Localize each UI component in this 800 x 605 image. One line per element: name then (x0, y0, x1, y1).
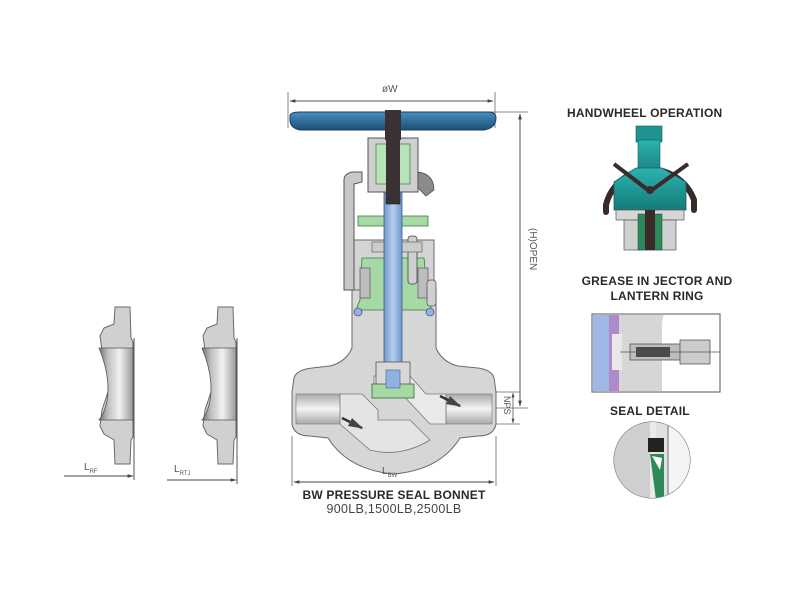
nps-label: NPS (502, 396, 512, 415)
handwheel-diameter-label: øW (382, 84, 398, 95)
length-rf-label: LRF (84, 462, 98, 475)
diagram-title: BW PRESSURE SEAL BONNET (302, 488, 486, 502)
handwheel-operation-detail (603, 125, 697, 251)
handwheel-operation-label: HANDWHEEL OPERATION (567, 106, 723, 120)
valve-body-section (287, 92, 528, 486)
height-open-label: (H)OPEN (527, 228, 538, 271)
diagram-subtitle: 900LB,1500LB,2500LB (326, 502, 462, 516)
rtj-flange-end (167, 306, 238, 484)
grease-injector-label: GREASE IN JECTOR AND LANTERN RING (562, 274, 752, 304)
diagram-title-block: BW PRESSURE SEAL BONNET 900LB,1500LB,250… (290, 488, 498, 516)
length-bw-label: LBW (382, 466, 398, 479)
grease-injector-detail (591, 313, 721, 393)
seal-detail (613, 421, 691, 499)
length-rtj-label: LRTJ (174, 464, 191, 477)
seal-detail-label: SEAL DETAIL (610, 404, 690, 418)
grease-injector-label-line2: LANTERN RING (610, 289, 704, 303)
rf-flange-end (64, 306, 135, 480)
grease-injector-label-line1: GREASE IN JECTOR AND (581, 274, 733, 288)
